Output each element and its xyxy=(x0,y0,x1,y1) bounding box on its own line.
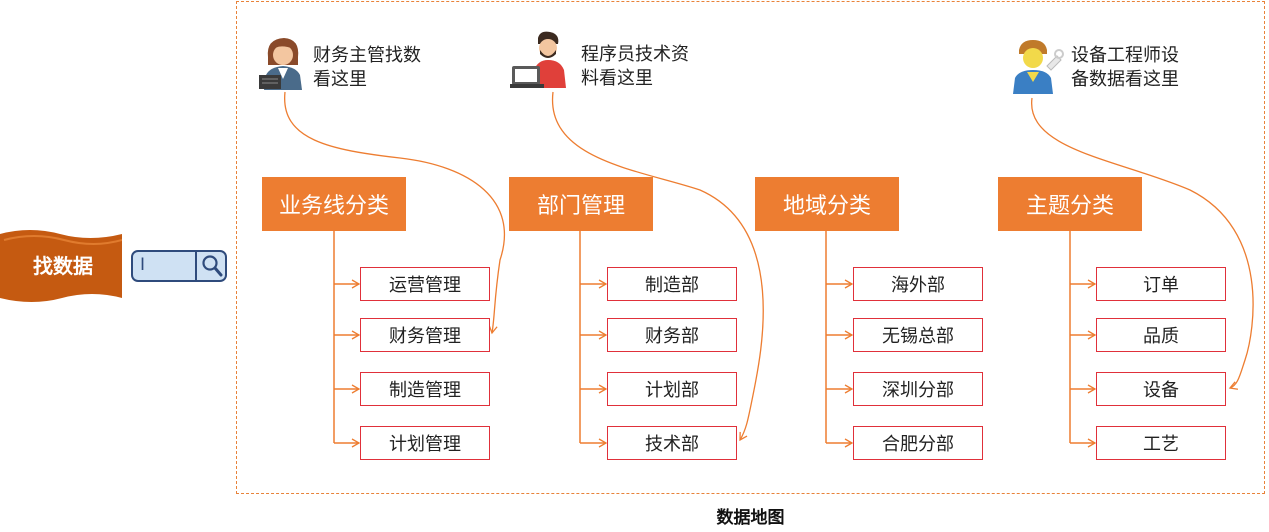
diagram-caption: 数据地图 xyxy=(716,508,785,528)
persona-2-line1: 程序员技术资 xyxy=(581,44,689,65)
programmer-icon xyxy=(510,28,572,94)
persona-2-line2: 料看这里 xyxy=(581,68,653,89)
data-map-frame xyxy=(236,1,1265,494)
category-item[interactable]: 设备 xyxy=(1096,372,1226,406)
category-item[interactable]: 计划部 xyxy=(607,372,737,406)
category-item[interactable]: 计划管理 xyxy=(360,426,490,460)
text-cursor: I xyxy=(140,255,146,275)
category-item[interactable]: 合肥分部 xyxy=(853,426,983,460)
category-header-topic[interactable]: 主题分类 xyxy=(998,177,1142,231)
category-item[interactable]: 技术部 xyxy=(607,426,737,460)
persona-1-line2: 看这里 xyxy=(313,69,367,90)
category-header-business-line[interactable]: 业务线分类 xyxy=(262,177,406,231)
search-box[interactable]: I xyxy=(131,250,227,282)
persona-1-line1: 财务主管找数 xyxy=(313,45,421,66)
category-header-department[interactable]: 部门管理 xyxy=(509,177,653,231)
search-divider xyxy=(195,252,197,280)
equipment-engineer-icon xyxy=(1007,38,1065,100)
category-item[interactable]: 工艺 xyxy=(1096,426,1226,460)
category-item[interactable]: 制造管理 xyxy=(360,372,490,406)
category-item[interactable]: 财务管理 xyxy=(360,318,490,352)
find-data-label: 找数据 xyxy=(33,254,93,278)
finance-manager-icon xyxy=(258,35,308,95)
category-header-region[interactable]: 地域分类 xyxy=(755,177,899,231)
category-item[interactable]: 品质 xyxy=(1096,318,1226,352)
category-item[interactable]: 海外部 xyxy=(853,267,983,301)
category-item[interactable]: 制造部 xyxy=(607,267,737,301)
category-item[interactable]: 深圳分部 xyxy=(853,372,983,406)
search-icon[interactable] xyxy=(201,254,223,282)
category-item[interactable]: 无锡总部 xyxy=(853,318,983,352)
category-item[interactable]: 财务部 xyxy=(607,318,737,352)
persona-3-line2: 备数据看这里 xyxy=(1071,69,1179,90)
persona-3-line1: 设备工程师设 xyxy=(1071,45,1179,66)
category-item[interactable]: 订单 xyxy=(1096,267,1226,301)
find-data-banner xyxy=(0,230,122,302)
category-item[interactable]: 运营管理 xyxy=(360,267,490,301)
